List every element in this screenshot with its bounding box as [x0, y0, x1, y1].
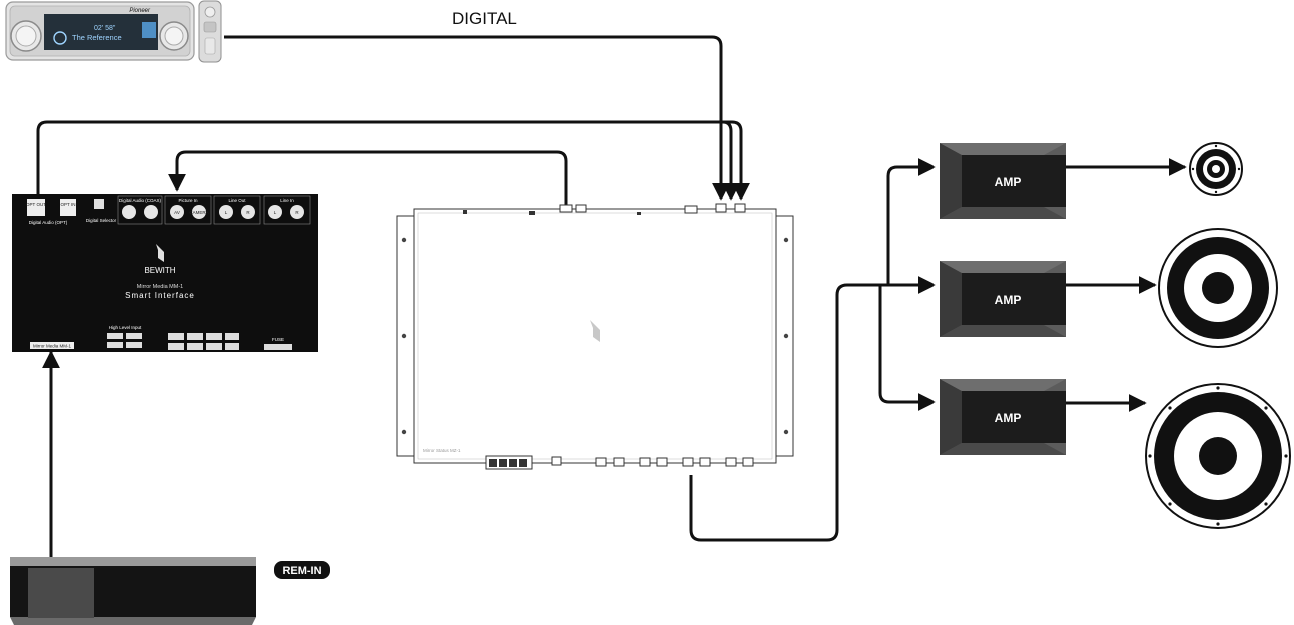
- audio-processor: Mirror Status MZ-1: [396, 203, 794, 470]
- line-out-group-label: Line Out: [228, 198, 246, 203]
- rem-in-badge: REM-IN: [274, 561, 330, 579]
- digital-audio-group-label: Digital Audio (COAX): [119, 198, 162, 203]
- opt-in-port: [60, 199, 76, 216]
- processor-logo-icon: [590, 320, 600, 342]
- amp-1-label: AMP: [995, 175, 1022, 189]
- head-unit-track: The Reference: [72, 33, 122, 42]
- digital-label: DIGITAL: [452, 9, 517, 28]
- digital-wire: [224, 35, 730, 201]
- fuse-label: FUSE: [272, 337, 284, 342]
- picture-in-group-label: Picture In: [178, 198, 198, 203]
- interface-model-plate: [30, 342, 74, 349]
- smart-interface: OPT OUT OPT IN Digital Audio (OPT) Digit…: [12, 194, 318, 352]
- digital-audio-opt-label: Digital Audio (OPT): [29, 220, 68, 225]
- camera-jack: [192, 205, 206, 219]
- remote-control: [198, 0, 222, 63]
- woofer-speaker: [1145, 383, 1291, 529]
- camera-label: CAMERA: [189, 210, 208, 215]
- line-in-group-label: Line In: [280, 198, 294, 203]
- head-unit-display-icon: [53, 31, 67, 45]
- line-in-right-jack: [290, 205, 304, 219]
- processor-model: Mirror Status MZ-1: [423, 448, 461, 453]
- opt-out-label: OPT OUT: [26, 202, 46, 207]
- head-unit-display: [44, 14, 158, 50]
- head-unit-time: 02' 58": [94, 25, 116, 32]
- remote-source-device: [10, 557, 256, 625]
- tweeter-speaker: [1189, 142, 1243, 196]
- head-unit: Pioneer The Reference 02' 58": [5, 1, 195, 61]
- opt-in-label: OPT IN: [61, 202, 76, 207]
- line-out-left-label: L: [225, 210, 228, 215]
- line-out-left-jack: [219, 205, 233, 219]
- amp-2: AMP: [940, 261, 1066, 337]
- output-wire-bottom: [878, 285, 936, 411]
- opt-out-port: [27, 199, 45, 216]
- fuse-holder: [264, 344, 292, 350]
- interface-brand: BEWITH: [144, 266, 175, 275]
- head-unit-brand: Pioneer: [129, 8, 151, 14]
- line-out-right-jack: [241, 205, 255, 219]
- interface-series: Mirror Media MM-1: [137, 284, 183, 290]
- midrange-speaker: [1158, 228, 1278, 348]
- output-wire-mid: [689, 276, 936, 542]
- digital-selector-switch: [94, 199, 104, 209]
- coax-in-jack: [144, 205, 158, 219]
- digital-selector-label: Digital Selector: [86, 218, 117, 223]
- av-jack: [170, 205, 184, 219]
- rem-in-label: REM-IN: [282, 565, 321, 577]
- interface-name: Smart Interface: [125, 291, 195, 300]
- coax-out-jack: [122, 205, 136, 219]
- bewith-logo-icon: [156, 244, 164, 262]
- opt-out-wire: [36, 120, 750, 201]
- line-out-right-label: R: [246, 210, 250, 215]
- output-wire-top: [886, 158, 936, 285]
- amp-1: AMP: [940, 143, 1066, 219]
- amp-3: AMP: [940, 379, 1066, 455]
- amp-2-label: AMP: [995, 293, 1022, 307]
- line-in-right-label: R: [295, 210, 299, 215]
- output-jacks: [595, 457, 754, 467]
- high-level-input-label: High Level Input: [109, 325, 142, 330]
- return-wire: [168, 150, 568, 205]
- interface-model-plate-label: Mirror Media MM-1: [33, 344, 71, 349]
- line-in-left-label: L: [274, 210, 277, 215]
- av-label: AV: [174, 210, 180, 215]
- line-in-left-jack: [268, 205, 282, 219]
- signal-wires: [36, 35, 1187, 560]
- amp-3-label: AMP: [995, 411, 1022, 425]
